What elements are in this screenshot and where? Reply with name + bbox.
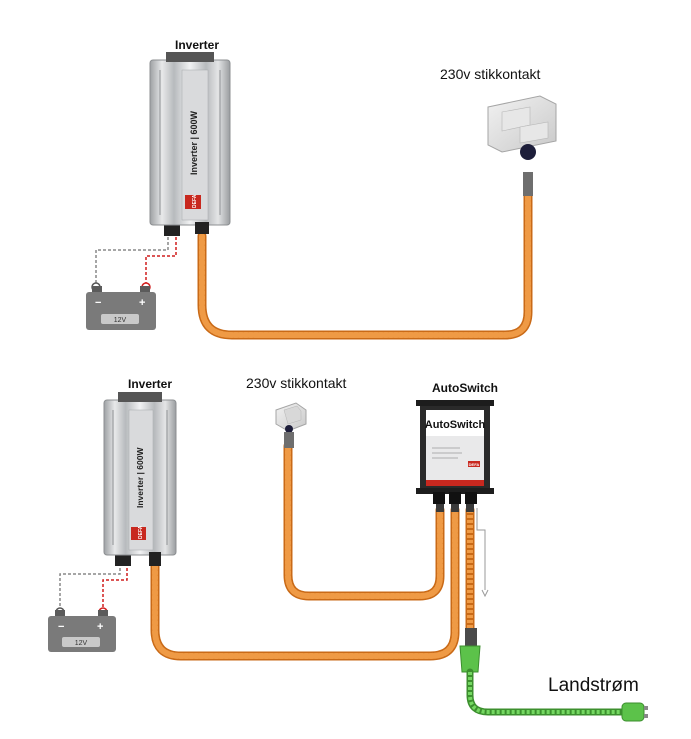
- bottom-inverter-title: Inverter: [128, 377, 173, 391]
- top-inverter-badge: DEFA: [192, 194, 198, 208]
- top-negative-wire: [95, 232, 169, 283]
- bottom-outlet-title: 230v stikkontakt: [246, 375, 347, 391]
- top-battery: [86, 286, 156, 330]
- shore-power-connector: [459, 628, 481, 673]
- bottom-battery-minus: −: [58, 621, 64, 633]
- bottom-inverter-badge: DEFA: [138, 525, 144, 539]
- top-positive-wire: [145, 232, 177, 283]
- bottom-outlet-cable: [283, 441, 445, 601]
- bottom-inverter-model: Inverter | 600W: [135, 447, 145, 508]
- top-ac-cable: [197, 191, 533, 340]
- autoswitch-unit: [416, 400, 494, 512]
- shore-power-plug: [621, 702, 648, 722]
- top-outlet: [487, 95, 557, 196]
- bottom-positive-wire: [102, 563, 128, 608]
- shore-power-label: Landstrøm: [548, 675, 639, 696]
- top-inverter-title: Inverter: [175, 38, 220, 52]
- top-outlet-title: 230v stikkontakt: [440, 66, 541, 82]
- top-battery-plus: +: [139, 297, 145, 309]
- autoswitch-title: AutoSwitch: [432, 381, 498, 395]
- bottom-battery-label: 12V: [75, 640, 88, 647]
- bottom-negative-wire: [59, 563, 121, 608]
- bottom-battery-plus: +: [97, 621, 103, 633]
- top-inverter-model: Inverter | 600W: [189, 110, 199, 175]
- top-battery-label: 12V: [114, 317, 127, 324]
- bottom-battery: [48, 610, 116, 652]
- bottom-signal-wire: [476, 508, 486, 590]
- autoswitch-brand: AutoSwitch: [425, 419, 486, 431]
- top-battery-minus: −: [95, 297, 101, 309]
- bottom-outlet: [275, 402, 307, 448]
- bottom-inverter: [103, 392, 177, 566]
- top-inverter: [149, 52, 231, 234]
- autoswitch-badge: DEFA: [469, 462, 480, 467]
- bottom-inverter-cable: [150, 505, 460, 661]
